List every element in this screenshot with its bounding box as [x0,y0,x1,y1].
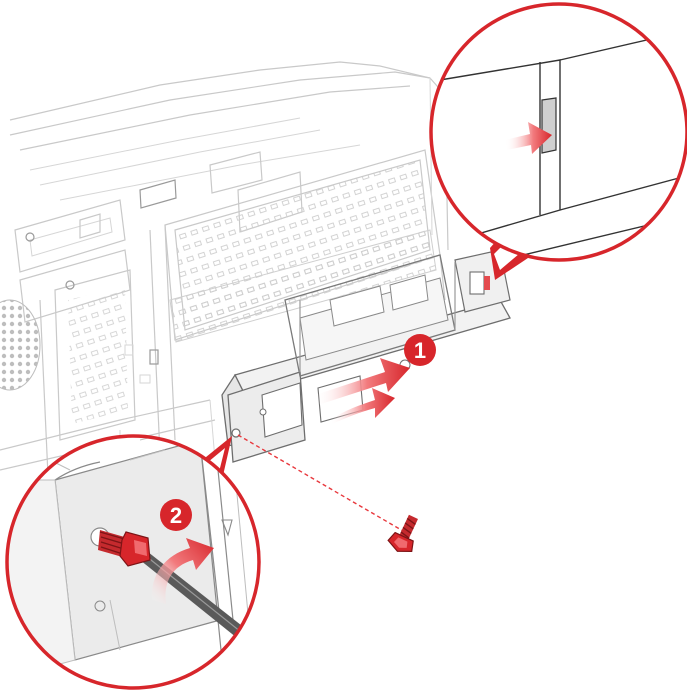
screw-icon [98,530,151,567]
screw-icon [387,514,418,552]
screw-guide-line [237,434,411,536]
callout-top [429,2,687,280]
step-2-badge: 2 [160,499,192,531]
callout-bottom [5,434,261,690]
rotate-arrow-icon [151,538,214,604]
step-1-badge: 1 [404,334,436,366]
step-1-number: 1 [414,338,426,363]
step-2-number: 2 [170,503,182,528]
slide-arrow-icon [315,358,410,425]
